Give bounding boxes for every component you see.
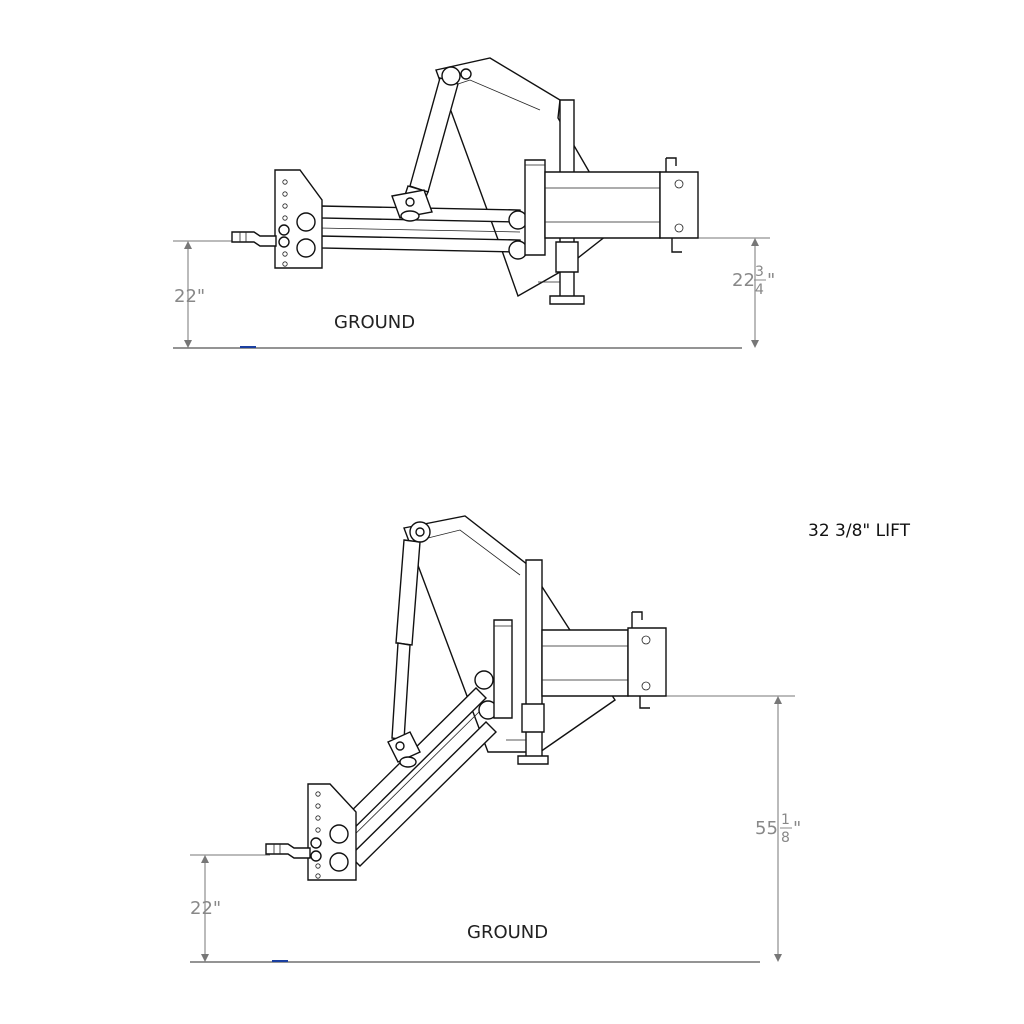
rear-top-pin bbox=[631, 611, 643, 628]
bottom-rear-height-label: 55 1 8 " bbox=[755, 812, 801, 846]
hitch-ball bbox=[231, 231, 277, 247]
rear-top-pin bbox=[665, 157, 677, 172]
top-hitch-height-label: 22" bbox=[174, 286, 205, 307]
svg-text:55: 55 bbox=[755, 818, 778, 839]
arm-tube-line bbox=[319, 227, 521, 233]
lift-bracket-hole bbox=[400, 210, 420, 222]
lower-arm-pivot bbox=[296, 238, 316, 258]
lower-arm bbox=[319, 235, 521, 253]
jack-foot bbox=[517, 755, 549, 765]
top-link-cylinder bbox=[395, 539, 421, 646]
top-rear-height-label: 22 3 4 " bbox=[732, 264, 775, 298]
lift-label: 32 3/8" LIFT bbox=[808, 521, 911, 541]
upper-arm-pivot bbox=[329, 824, 349, 844]
bottom-view-drawing bbox=[190, 515, 795, 963]
top-link-cylinder bbox=[409, 77, 459, 193]
cylinder-rod bbox=[391, 642, 411, 741]
top-pivot-pin bbox=[441, 66, 461, 86]
svg-text:8: 8 bbox=[781, 830, 790, 846]
arm-tube-line bbox=[340, 709, 482, 849]
rear-beam bbox=[544, 171, 661, 239]
rear-bottom-pin bbox=[671, 238, 682, 253]
top-pivot-bolt bbox=[415, 527, 425, 537]
jack-stand-sleeve bbox=[555, 241, 579, 273]
svg-text:4: 4 bbox=[755, 282, 764, 298]
lift-bracket-pin bbox=[405, 197, 415, 207]
lift-bracket-pin bbox=[395, 741, 405, 751]
jack-stand-sleeve bbox=[521, 703, 545, 733]
rear-mount-box bbox=[659, 171, 699, 239]
front-post bbox=[524, 159, 546, 256]
top-ground-label: GROUND bbox=[334, 312, 415, 333]
hitch-ball bbox=[265, 843, 311, 859]
svg-text:22: 22 bbox=[732, 270, 755, 291]
rear-bottom-pin bbox=[639, 696, 650, 709]
svg-text:3: 3 bbox=[755, 264, 764, 280]
svg-text:": " bbox=[793, 818, 801, 839]
lift-bracket-hole bbox=[399, 756, 417, 768]
frame-inner-edge bbox=[419, 529, 521, 576]
hitch-pin-upper bbox=[278, 224, 290, 236]
lower-arm-pivot bbox=[329, 852, 349, 872]
svg-text:": " bbox=[767, 270, 775, 291]
rear-beam bbox=[541, 629, 629, 697]
bottom-hitch-height-label: 22" bbox=[190, 898, 221, 919]
hitch-pin-lower bbox=[278, 236, 290, 248]
hitch-pin-upper bbox=[310, 837, 322, 849]
rear-upper-pivot bbox=[474, 670, 494, 690]
hitch-pin-lower bbox=[310, 850, 322, 862]
bottom-ground-label: GROUND bbox=[467, 922, 548, 943]
top-view-drawing bbox=[173, 57, 770, 349]
upper-arm-pivot bbox=[296, 212, 316, 232]
top-pivot-bolt bbox=[460, 68, 472, 80]
rear-mount-box bbox=[627, 627, 667, 697]
jack-foot bbox=[549, 295, 585, 305]
svg-text:1: 1 bbox=[781, 812, 790, 828]
front-post bbox=[493, 619, 513, 719]
